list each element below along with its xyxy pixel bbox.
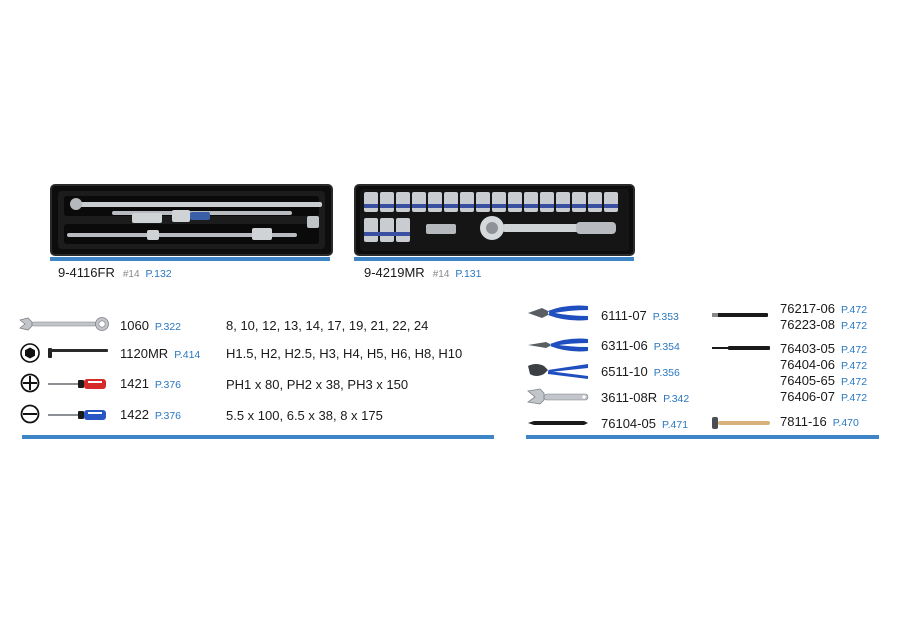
row-1060-page-link[interactable]: P.322 bbox=[154, 321, 182, 333]
pin-punch-icon bbox=[712, 346, 770, 350]
row-6311-06-page-link[interactable]: P.354 bbox=[653, 341, 680, 353]
tray-1-code: 9-4116FR bbox=[58, 265, 115, 280]
slotted-symbol-icon bbox=[20, 404, 40, 424]
row-76405-65-page-link[interactable]: P.472 bbox=[840, 376, 868, 388]
water-pump-pliers-icon bbox=[528, 364, 588, 379]
slotted-screwdriver-icon bbox=[48, 410, 106, 420]
row-76406-07-page-link[interactable]: P.472 bbox=[840, 392, 868, 404]
tray-2-caption: 9-4219MR #14 P.131 bbox=[364, 265, 481, 280]
tray-2-code: 9-4219MR bbox=[364, 265, 425, 280]
tray-2-page-link[interactable]: P.131 bbox=[455, 268, 482, 280]
left-section-underline bbox=[22, 435, 494, 439]
tray-image-9-4116FR bbox=[50, 184, 333, 256]
file-icon bbox=[528, 421, 588, 425]
row-1060-spec: 8, 10, 12, 13, 14, 17, 19, 21, 22, 24 bbox=[226, 318, 429, 333]
tray-2-underline bbox=[354, 257, 634, 261]
row-76403-05-page-link[interactable]: P.472 bbox=[840, 344, 868, 356]
hex-symbol-icon bbox=[20, 343, 40, 363]
row-1421-spec: PH1 x 80, PH2 x 38, PH3 x 150 bbox=[226, 377, 409, 392]
row-1422-page-link[interactable]: P.376 bbox=[154, 410, 182, 422]
row-1120MR-page-link[interactable]: P.414 bbox=[174, 349, 201, 361]
hex-key-icon bbox=[48, 348, 108, 358]
tray-1-caption: 9-4116FR #14 P.132 bbox=[58, 265, 172, 280]
phillips-screwdriver-icon bbox=[48, 379, 106, 389]
ball-pein-hammer-icon bbox=[712, 417, 770, 429]
row-6111-07-page-link[interactable]: P.353 bbox=[652, 311, 679, 323]
row-1120MR-spec: H1.5, H2, H2.5, H3, H4, H5, H6, H8, H10 bbox=[226, 346, 463, 361]
row-7811-16-page-link[interactable]: P.470 bbox=[832, 417, 859, 429]
row-1421-page-link[interactable]: P.376 bbox=[154, 379, 182, 391]
phillips-symbol-icon bbox=[20, 373, 40, 393]
right-section-underline bbox=[526, 435, 879, 439]
row-76217-06-page-link[interactable]: P.472 bbox=[840, 304, 868, 316]
combination-pliers-icon bbox=[528, 305, 588, 321]
row-76223-08-page-link[interactable]: P.472 bbox=[840, 320, 868, 332]
row-76404-06-page-link[interactable]: P.472 bbox=[840, 360, 868, 372]
row-1422-spec: 5.5 x 100, 6.5 x 38, 8 x 175 bbox=[226, 408, 383, 423]
combination-wrench-icon bbox=[19, 317, 109, 331]
row-3611-08R-page-link[interactable]: P.342 bbox=[663, 393, 690, 405]
row-6511-10-page-link[interactable]: P.356 bbox=[653, 367, 680, 379]
tray-1-qty: #14 bbox=[122, 269, 140, 280]
adjustable-wrench-icon bbox=[526, 388, 589, 405]
tray-1-underline bbox=[50, 257, 330, 261]
tray-2-qty: #14 bbox=[432, 269, 450, 280]
tray-1-tools-illustration bbox=[58, 191, 325, 249]
cold-chisel-icon bbox=[712, 313, 768, 317]
tray-image-9-4219MR bbox=[354, 184, 635, 256]
tray-1-page-link[interactable]: P.132 bbox=[145, 268, 172, 280]
long-nose-pliers-icon bbox=[528, 338, 588, 352]
row-76104-05-page-link[interactable]: P.471 bbox=[661, 419, 689, 431]
tray-2-tools-illustration bbox=[360, 189, 629, 251]
